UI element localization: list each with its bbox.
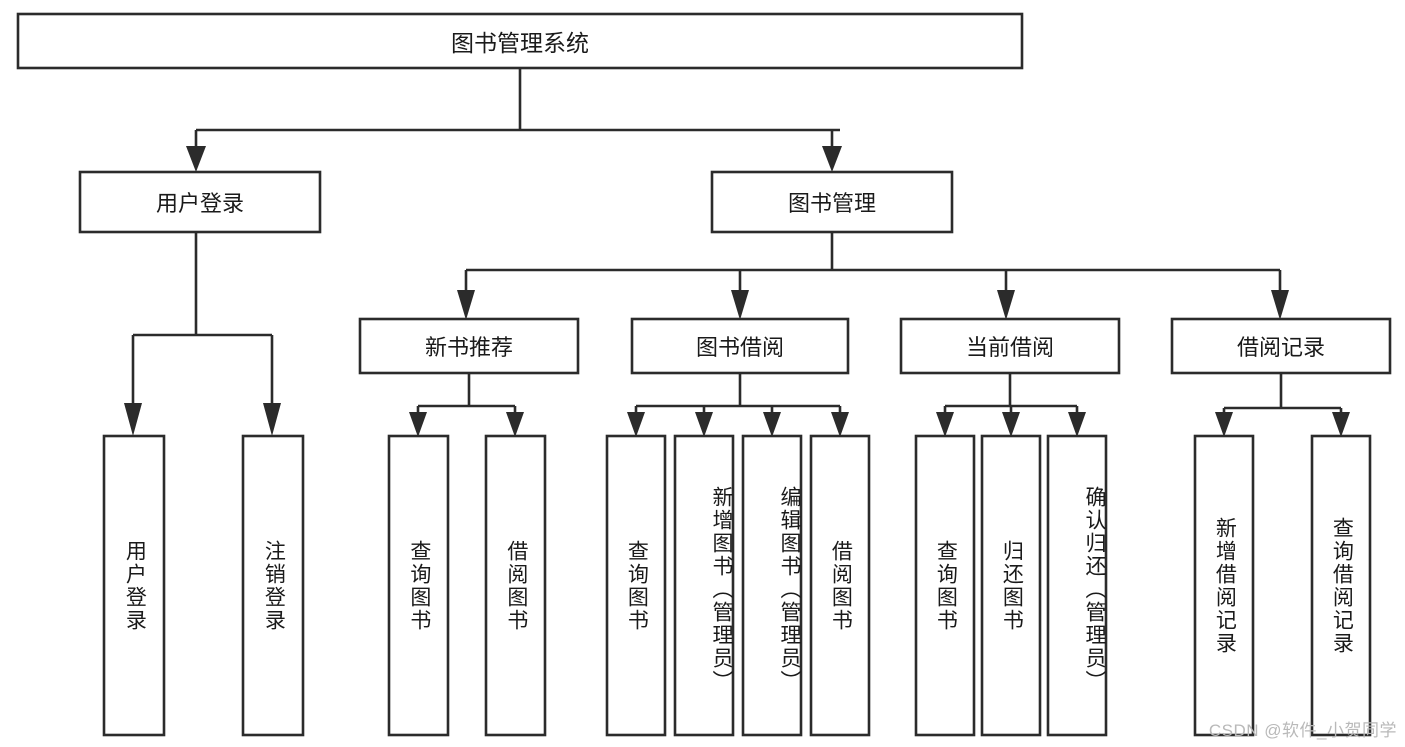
node-box-leaf-query-record[interactable]	[1310, 434, 1372, 737]
arrow-head-leaf-query-book-a	[409, 412, 427, 437]
node-box-group	[16, 12, 1392, 737]
arrow-head-leaf-logout	[263, 403, 281, 436]
arrow-head-leaf-add-record	[1215, 412, 1233, 437]
node-box-book-mgmt[interactable]	[710, 170, 954, 234]
node-box-leaf-borrow-book-a[interactable]	[484, 434, 547, 737]
arrow-head-leaf-return-book	[1002, 412, 1020, 437]
arrow-head-user-login	[186, 146, 206, 172]
arrow-head-leaf-user-login	[124, 403, 142, 436]
arrow-head-leaf-add-book	[695, 412, 713, 437]
node-box-leaf-add-book[interactable]	[673, 434, 735, 737]
node-box-borrow-record[interactable]	[1170, 317, 1392, 375]
node-box-leaf-add-record[interactable]	[1193, 434, 1255, 737]
node-box-leaf-edit-book[interactable]	[741, 434, 803, 737]
arrow-head-leaf-borrow-book-a	[506, 412, 524, 437]
node-box-leaf-query-book-c[interactable]	[914, 434, 976, 737]
node-box-leaf-query-book-a[interactable]	[387, 434, 450, 737]
arrow-head-book-borrow	[731, 290, 749, 320]
arrow-head-book-mgmt	[822, 146, 842, 172]
arrow-head-leaf-query-book-c	[936, 412, 954, 437]
arrow-head-leaf-query-record	[1332, 412, 1350, 437]
node-box-leaf-borrow-book-b[interactable]	[809, 434, 871, 737]
node-box-leaf-return-book[interactable]	[980, 434, 1042, 737]
arrow-head-leaf-query-book-b	[627, 412, 645, 437]
arrow-head-current-borrow	[997, 290, 1015, 320]
node-box-current-borrow[interactable]	[899, 317, 1121, 375]
node-box-new-book-rec[interactable]	[358, 317, 580, 375]
arrow-head-borrow-record	[1271, 290, 1289, 320]
arrow-head-leaf-borrow-book-b	[831, 412, 849, 437]
node-box-root-title[interactable]	[16, 12, 1024, 70]
node-box-leaf-confirm-return[interactable]	[1046, 434, 1108, 737]
node-box-leaf-query-book-b[interactable]	[605, 434, 667, 737]
node-box-book-borrow[interactable]	[630, 317, 850, 375]
arrow-head-leaf-confirm-return	[1068, 412, 1086, 437]
arrow-head-new-book-rec	[457, 290, 475, 320]
arrow-head-leaf-edit-book	[763, 412, 781, 437]
node-box-leaf-user-login[interactable]	[102, 434, 166, 737]
edge-group	[124, 68, 1350, 437]
node-box-user-login[interactable]	[78, 170, 322, 234]
node-box-leaf-logout[interactable]	[241, 434, 305, 737]
